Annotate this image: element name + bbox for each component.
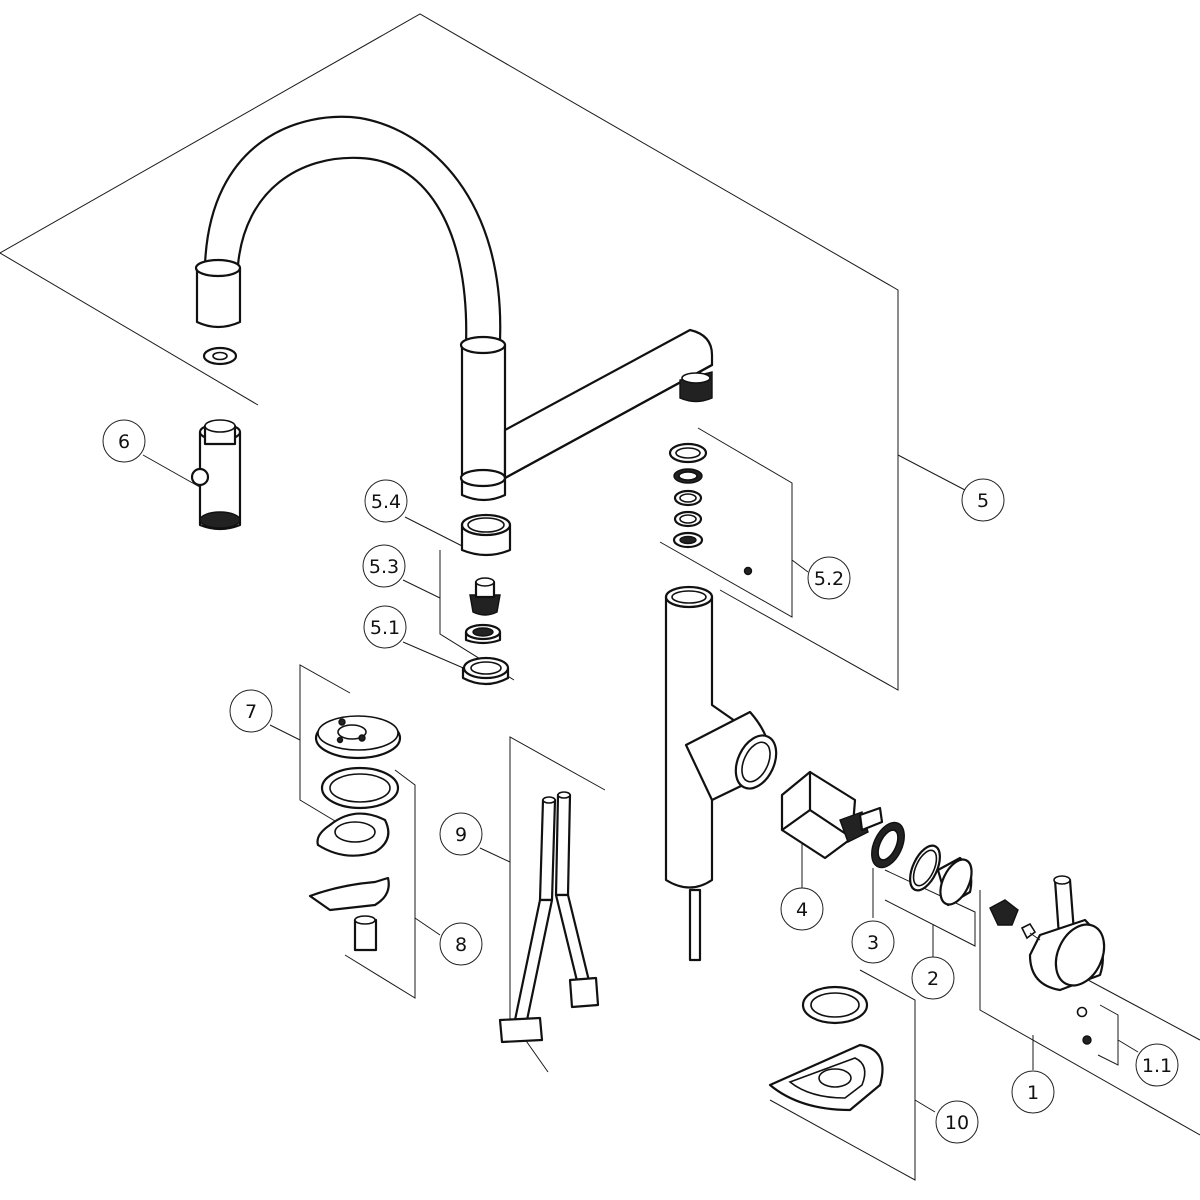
callout-8: 8 (439, 922, 483, 966)
part-5-3-aerator (464, 577, 502, 645)
callout-5: 5 (961, 478, 1005, 522)
part-10-base (768, 985, 884, 1112)
callout-5-1: 5.1 (363, 605, 407, 649)
part-9-supply-hoses (498, 791, 600, 1044)
callout-1-label: 1 (1027, 1082, 1039, 1104)
callout-9-label: 9 (455, 824, 467, 846)
callout-5-label: 5 (977, 490, 989, 512)
part-7-plate (314, 715, 402, 760)
part-5-4-sleeve (460, 513, 512, 557)
part-3-ring-nut (871, 821, 905, 869)
callout-3: 3 (851, 920, 895, 964)
callout-5-3: 5.3 (362, 544, 406, 588)
group-1-1-bracket (1097, 1004, 1119, 1066)
part-8-fixing-set (308, 766, 400, 952)
group-2-bracket (884, 869, 976, 947)
callout-5-2-label: 5.2 (814, 568, 844, 590)
group-10-bracket (769, 969, 916, 1181)
callout-1-1-label: 1.1 (1142, 1055, 1172, 1077)
part-5-1-seal (461, 656, 510, 686)
callout-2-label: 2 (927, 968, 939, 990)
part-1-1-screws (1076, 1006, 1092, 1045)
spout-body (194, 115, 714, 502)
part-6-valve (190, 419, 242, 531)
callout-5-3-label: 5.3 (369, 556, 399, 578)
group-9-bracket (509, 736, 606, 1073)
callout-2: 2 (911, 956, 955, 1000)
callout-5-4-label: 5.4 (371, 491, 401, 513)
callout-4: 4 (780, 887, 824, 931)
part-5-2-orings (668, 442, 753, 576)
washer-part (202, 346, 238, 366)
main-body (664, 585, 778, 962)
callout-1-1: 1.1 (1135, 1043, 1179, 1087)
leader-lines (142, 454, 1139, 1113)
part-4-cartridge (780, 770, 884, 860)
callout-7-label: 7 (245, 701, 257, 723)
callout-3-label: 3 (867, 932, 879, 954)
group-7-8-bracket (299, 664, 416, 999)
part-1-handle (989, 875, 1106, 992)
callout-10-label: 10 (945, 1112, 969, 1134)
callout-4-label: 4 (796, 899, 808, 921)
callout-6-label: 6 (118, 431, 130, 453)
callout-8-label: 8 (455, 934, 467, 956)
part-2-ring-sleeve (909, 844, 973, 907)
callout-5-1-label: 5.1 (370, 617, 400, 639)
group-5-2-bracket (659, 427, 793, 618)
group-5-bracket (0, 13, 899, 691)
callout-5-2: 5.2 (807, 556, 851, 600)
callout-7: 7 (229, 689, 273, 733)
callout-10: 10 (935, 1100, 979, 1144)
callout-6: 6 (102, 419, 146, 463)
callout-9: 9 (439, 812, 483, 856)
callout-5-4: 5.4 (364, 479, 408, 523)
callout-1: 1 (1011, 1070, 1055, 1114)
